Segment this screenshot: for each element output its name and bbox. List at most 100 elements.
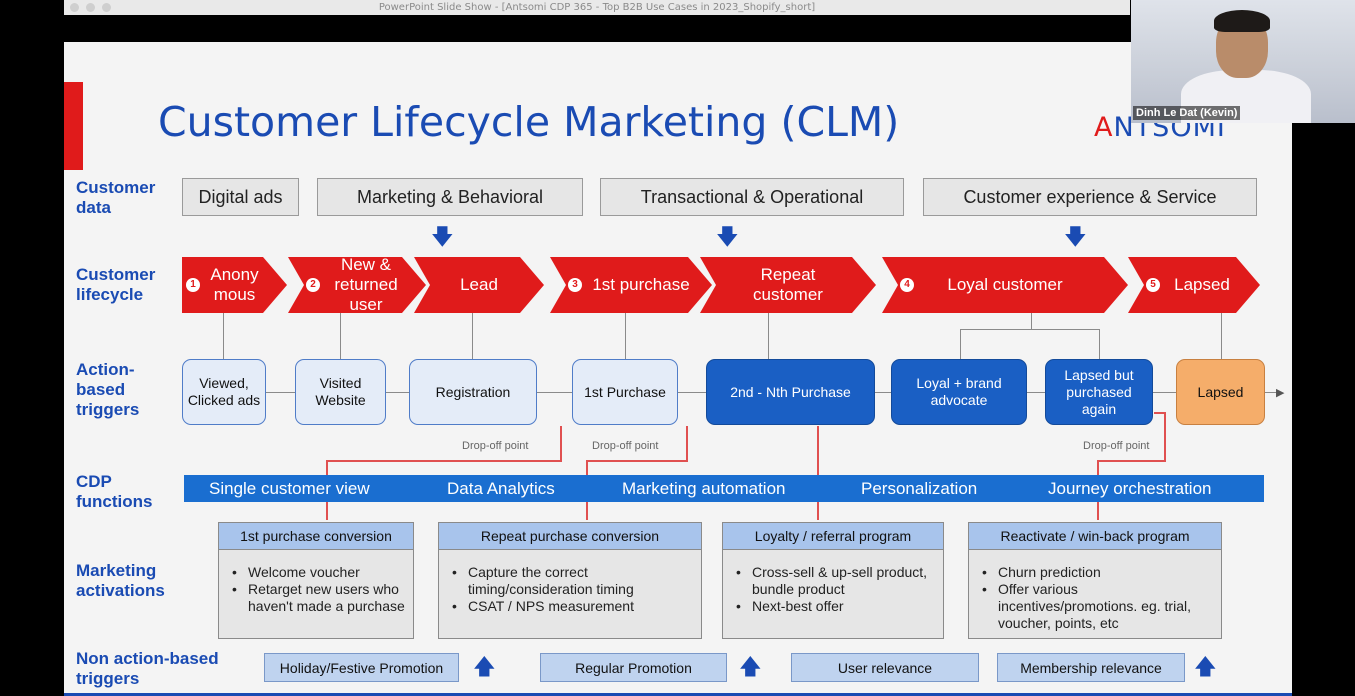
trigger-lapsed: Lapsed (1176, 359, 1265, 425)
lifecycle-label: New & returned user (334, 255, 398, 314)
connector (960, 329, 1100, 330)
connector (340, 313, 341, 359)
cdp-marketing-automation: Marketing automation (622, 479, 786, 498)
trigger-loyal-advocate: Loyal + brand advocate (891, 359, 1027, 425)
drop-off-label: Drop-off point (1083, 440, 1150, 452)
data-box-transactional-operational: Transactional & Operational (600, 178, 904, 216)
webcam-overlay[interactable]: Dinh Le Dat (Kevin) (1131, 0, 1355, 123)
trigger-viewed-clicked-ads: Viewed, Clicked ads (182, 359, 266, 425)
connector (472, 313, 473, 359)
data-box-digital-ads: Digital ads (182, 178, 299, 216)
activation-loyalty-referral: Loyalty / referral program Cross-sell & … (722, 522, 944, 639)
activation-item: Welcome voucher (227, 564, 413, 581)
connector (1221, 313, 1222, 359)
step-number-badge: 3 (568, 278, 582, 292)
connector (1099, 329, 1100, 359)
connector (625, 313, 626, 359)
slide-title: Customer Lifecycle Marketing (CLM) (158, 98, 900, 146)
window-titlebar: PowerPoint Slide Show - [Antsomi CDP 365… (64, 0, 1130, 15)
drop-off-line (1164, 412, 1166, 460)
presenter-hair (1214, 10, 1270, 32)
step-number-badge: 1 (186, 278, 200, 292)
lifecycle-label: Lapsed (1174, 275, 1230, 294)
lifecycle-lead: Lead (414, 257, 544, 313)
drop-off-line (326, 460, 562, 462)
non-action-holiday-promotion: Holiday/Festive Promotion (264, 653, 459, 682)
lifecycle-label: Anony mous (210, 265, 259, 304)
activation-item: Capture the correct timing/consideration… (447, 564, 701, 598)
label-action-triggers: Action-based triggers (76, 360, 140, 419)
data-box-customer-experience: Customer experience & Service (923, 178, 1257, 216)
cdp-data-analytics: Data Analytics (447, 479, 555, 498)
lifecycle-repeat-customer: Repeat customer (700, 257, 876, 313)
cdp-personalization: Personalization (861, 479, 978, 498)
drop-off-line (686, 426, 688, 460)
activation-item: Cross-sell & up-sell product, bundle pro… (731, 564, 943, 598)
slide-bottom-border (64, 693, 1292, 696)
timeline-arrow-icon: ▶ (1276, 387, 1285, 399)
close-window-button[interactable] (70, 3, 79, 12)
drop-off-line (586, 460, 688, 462)
down-arrow-icon: 🡇 (1064, 224, 1087, 249)
label-cdp-functions: CDP functions (76, 472, 153, 511)
activation-title: Repeat purchase conversion (439, 523, 701, 550)
drop-off-line (560, 426, 562, 460)
drop-off-line (1097, 460, 1166, 462)
lifecycle-lapsed: 5 Lapsed (1128, 257, 1260, 313)
lifecycle-label: Repeat customer (753, 265, 823, 304)
lifecycle-loyal-customer: 4 Loyal customer (882, 257, 1128, 313)
lifecycle-anonymous: 1 Anony mous (182, 257, 287, 313)
activation-title: 1st purchase conversion (219, 523, 413, 550)
activation-title: Reactivate / win-back program (969, 523, 1221, 550)
slide[interactable]: Customer Lifecycle Marketing (CLM) ANTSO… (64, 42, 1292, 696)
activation-item: Retarget new users who haven't made a pu… (227, 581, 413, 615)
data-box-marketing-behavioral: Marketing & Behavioral (317, 178, 583, 216)
activation-title: Loyalty / referral program (723, 523, 943, 550)
cdp-functions-bar: Single customer view Data Analytics Mark… (184, 475, 1264, 502)
trigger-nth-purchase: 2nd - Nth Purchase (706, 359, 875, 425)
label-non-action-triggers: Non action-based triggers (76, 649, 219, 688)
drop-off-label: Drop-off point (462, 440, 529, 452)
connector (223, 313, 224, 359)
connector (960, 329, 961, 359)
up-arrow-icon: 🡅 (473, 654, 496, 679)
activation-item: Offer various incentives/promotions. eg.… (977, 581, 1221, 632)
drop-off-label: Drop-off point (592, 440, 659, 452)
non-action-user-relevance: User relevance (791, 653, 979, 682)
minimize-window-button[interactable] (86, 3, 95, 12)
step-number-badge: 4 (900, 278, 914, 292)
connector (1031, 313, 1032, 329)
title-accent-bar (64, 82, 83, 170)
trigger-first-purchase: 1st Purchase (572, 359, 678, 425)
label-customer-data: Customer data (76, 178, 156, 217)
lifecycle-label: 1st purchase (592, 275, 690, 294)
activation-repeat-purchase: Repeat purchase conversion Capture the c… (438, 522, 702, 639)
lifecycle-label: Lead (460, 275, 498, 294)
step-number-badge: 2 (306, 278, 320, 292)
lifecycle-label: Loyal customer (947, 275, 1063, 294)
activation-item: Churn prediction (977, 564, 1221, 581)
up-arrow-icon: 🡅 (1194, 654, 1217, 679)
drop-off-line (1154, 412, 1166, 414)
non-action-regular-promotion: Regular Promotion (540, 653, 727, 682)
trigger-registration: Registration (409, 359, 537, 425)
up-arrow-icon: 🡅 (739, 654, 762, 679)
down-arrow-icon: 🡇 (431, 224, 454, 249)
drop-off-line (817, 426, 819, 520)
activation-reactivate-winback: Reactivate / win-back program Churn pred… (968, 522, 1222, 639)
step-number-badge: 5 (1146, 278, 1160, 292)
connector (768, 313, 769, 359)
activation-first-purchase: 1st purchase conversion Welcome voucher … (218, 522, 414, 639)
activation-item: Next-best offer (731, 598, 943, 615)
non-action-membership-relevance: Membership relevance (997, 653, 1185, 682)
trigger-lapsed-purchased-again: Lapsed but purchased again (1045, 359, 1153, 425)
cdp-single-customer-view: Single customer view (209, 479, 370, 498)
cdp-journey-orchestration: Journey orchestration (1048, 479, 1212, 498)
down-arrow-icon: 🡇 (716, 224, 739, 249)
label-marketing-activations: Marketing activations (76, 561, 165, 600)
label-customer-lifecycle: Customer lifecycle (76, 265, 156, 304)
lifecycle-new-returned-user: 2 New & returned user (288, 257, 426, 313)
presenter-name: Dinh Le Dat (Kevin) (1133, 106, 1241, 120)
window-title: PowerPoint Slide Show - [Antsomi CDP 365… (378, 2, 816, 13)
maximize-window-button[interactable] (102, 3, 111, 12)
